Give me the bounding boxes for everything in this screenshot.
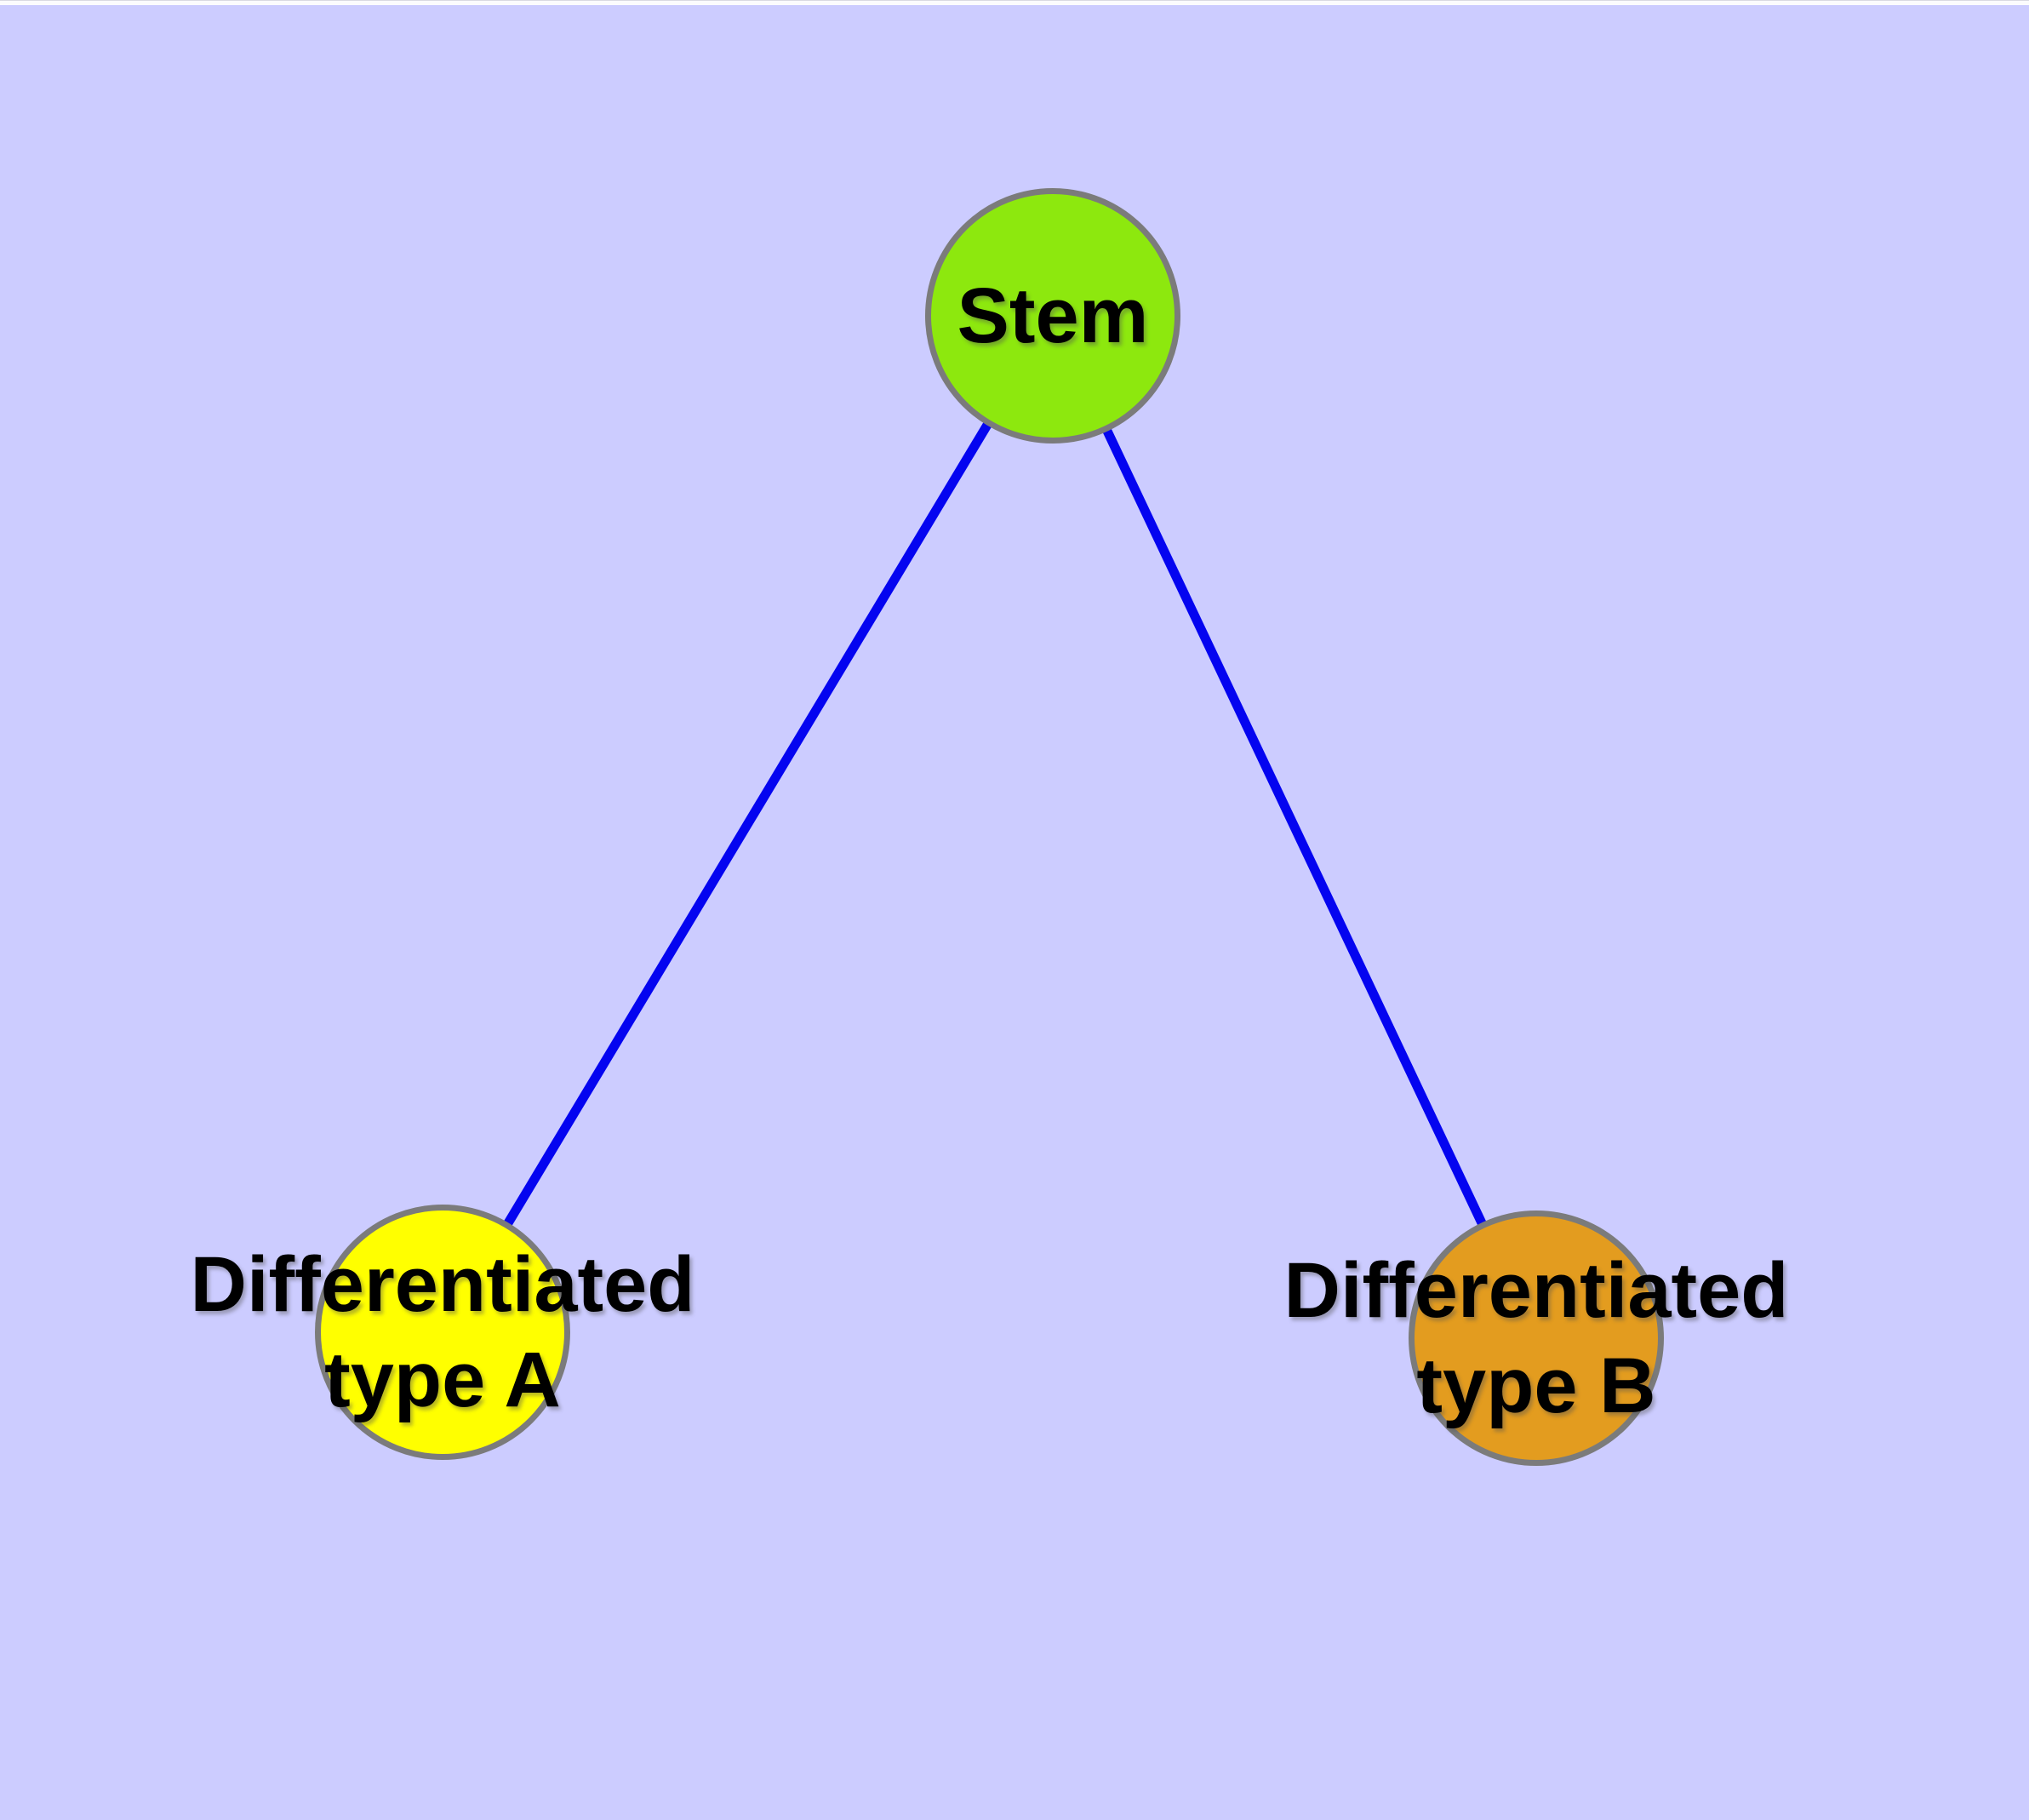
window-edge bbox=[0, 0, 2029, 5]
node-type-a-label: Differentiated type A bbox=[191, 1237, 695, 1428]
edge-stem-to-type-a bbox=[438, 313, 1057, 1335]
node-stem-label: Stem bbox=[957, 268, 1149, 363]
node-type-b-label-line1: Differentiated bbox=[1283, 1247, 1789, 1334]
node-type-b-label-line2: type B bbox=[1416, 1342, 1656, 1429]
node-stem-label-text: Stem bbox=[957, 272, 1149, 359]
node-differentiated-type-a: Differentiated type A bbox=[191, 1205, 694, 1460]
node-type-b-label: Differentiated type B bbox=[1284, 1243, 1789, 1434]
node-type-a-label-line1: Differentiated bbox=[190, 1241, 695, 1328]
node-type-a-label-line2: type A bbox=[324, 1336, 561, 1423]
edge-stem-to-type-b bbox=[1049, 313, 1540, 1341]
node-differentiated-type-b: Differentiated type B bbox=[1284, 1210, 1788, 1466]
node-stem: Stem bbox=[925, 188, 1180, 444]
